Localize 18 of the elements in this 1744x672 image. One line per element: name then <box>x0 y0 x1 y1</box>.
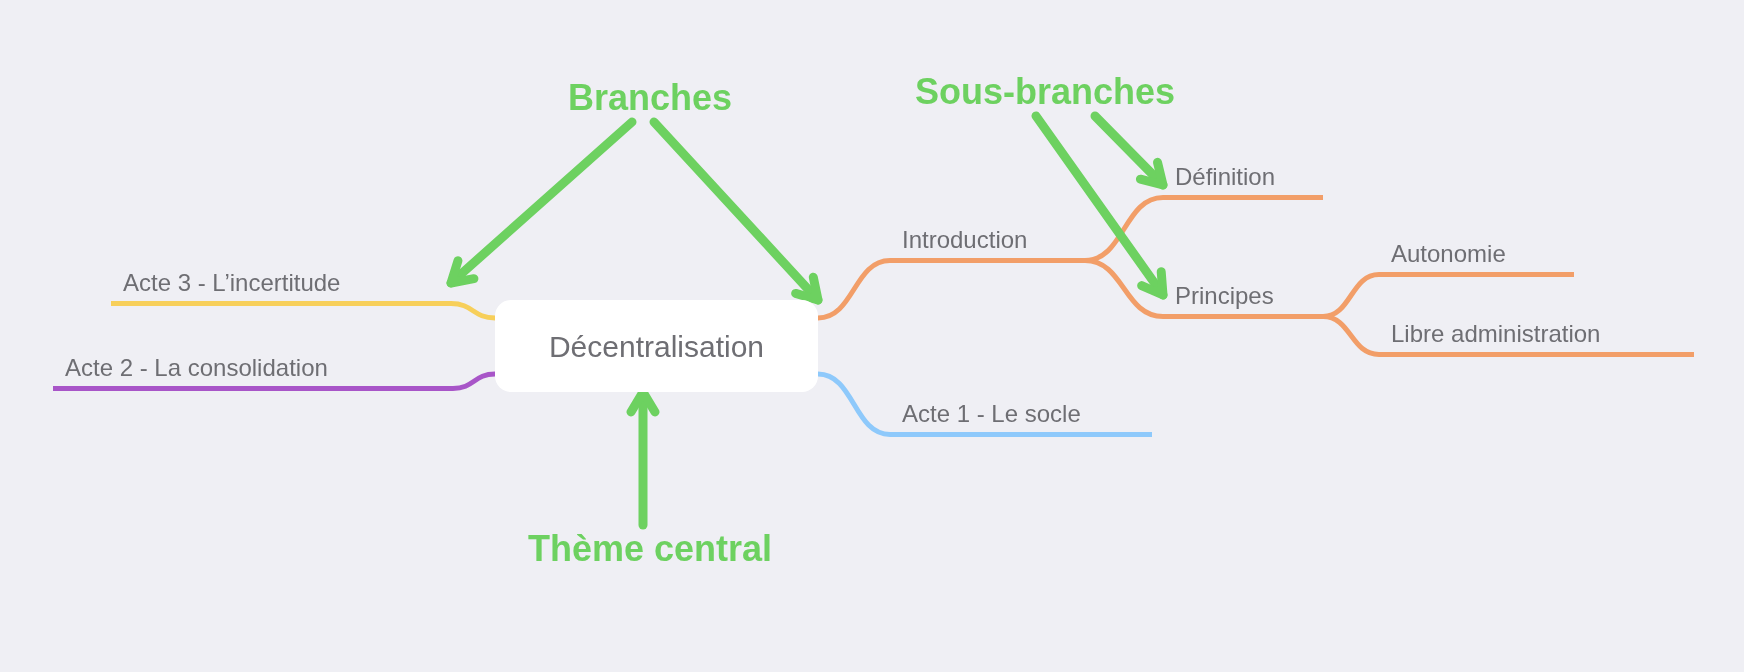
branch-label: Introduction <box>890 223 1085 263</box>
central-topic-box: Décentralisation <box>495 300 818 392</box>
branch-label: Libre administration <box>1379 317 1694 357</box>
branch-label: Principes <box>1163 279 1323 319</box>
branch-label: Acte 1 - Le socle <box>890 397 1152 437</box>
branch-label: Définition <box>1163 160 1323 200</box>
annotation-label: Thème central <box>510 525 790 573</box>
arrow <box>649 117 823 305</box>
arrow <box>1090 111 1168 190</box>
branch-label: Acte 3 - L’incertitude <box>111 266 451 306</box>
branch-line <box>1320 314 1382 357</box>
arrow <box>446 117 637 288</box>
arrow <box>1031 111 1168 300</box>
branch-label: Autonomie <box>1379 237 1574 277</box>
branch-label: Acte 2 - La consolidation <box>53 351 453 391</box>
annotation-label: Branches <box>560 74 740 122</box>
branch-line <box>1082 258 1166 319</box>
annotation-label: Sous-branches <box>905 68 1185 116</box>
